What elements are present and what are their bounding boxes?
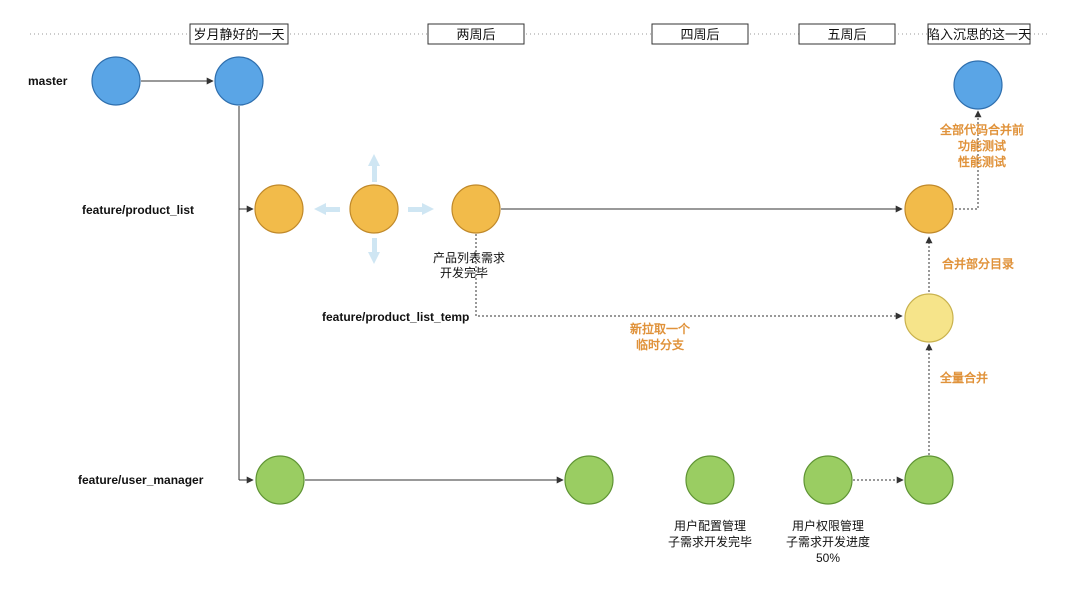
product-list-commit-node — [349, 184, 399, 234]
annotation-merge-partial: 合并部分目录 — [942, 256, 1014, 271]
move-cursor-icon — [314, 154, 434, 264]
branch-label-user-manager: feature/user_manager — [78, 473, 204, 487]
timeline-box-two-weeks: 两周后 — [427, 23, 525, 45]
product-list-merge-node — [904, 184, 954, 234]
branch-label-product-list: feature/product_list — [82, 203, 194, 217]
master-commit-node — [214, 56, 264, 106]
annotation-pre-merge-line2: 功能测试 — [958, 138, 1006, 153]
timeline-label: 两周后 — [456, 27, 495, 42]
annotation-pre-merge-line1: 全部代码合并前 — [939, 122, 1024, 137]
timeline-label: 岁月静好的一天 — [193, 27, 284, 42]
annotation-pre-merge-line3: 性能测试 — [957, 154, 1006, 169]
timeline-label: 陷入沉思的这一天 — [927, 27, 1031, 42]
note-user-perm-line3: 50% — [816, 551, 840, 565]
timeline-box-day-one: 岁月静好的一天 — [189, 23, 289, 45]
timeline-box-four-weeks: 四周后 — [651, 23, 749, 45]
temp-branch-dotted-arrow — [475, 234, 903, 320]
note-product-done-line1: 产品列表需求 — [433, 251, 505, 265]
user-manager-final-node — [904, 455, 954, 505]
branch-label-product-list-temp: feature/product_list_temp — [322, 310, 469, 324]
note-user-perm-line1: 用户权限管理 — [792, 518, 864, 533]
master-commit-node — [91, 56, 141, 106]
product-list-commit-node — [451, 184, 501, 234]
note-user-perm-line2: 子需求开发进度 — [786, 534, 870, 549]
user-manager-commit-node — [685, 455, 735, 505]
annotation-new-temp-line1: 新拉取一个 — [630, 321, 691, 336]
note-product-done-line2: 开发完毕 — [440, 265, 488, 280]
timeline-box-five-weeks: 五周后 — [798, 23, 896, 45]
note-user-config-line2: 子需求开发完毕 — [668, 534, 752, 549]
user-manager-commit-node — [803, 455, 853, 505]
branch-label-master: master — [28, 74, 68, 88]
final-merge-dotted-arrow — [955, 110, 982, 210]
timeline-label: 五周后 — [827, 27, 866, 42]
note-user-config-line1: 用户配置管理 — [674, 518, 746, 533]
user-manager-commit-node — [255, 455, 305, 505]
annotation-merge-all: 全量合并 — [939, 370, 988, 385]
product-list-temp-node — [904, 293, 954, 343]
timeline-box-pondering-day: 陷入沉思的这一天 — [927, 23, 1031, 45]
master-final-node — [953, 60, 1003, 110]
user-manager-commit-node — [564, 455, 614, 505]
product-list-commit-node — [254, 184, 304, 234]
annotation-new-temp-line2: 临时分支 — [636, 337, 685, 352]
timeline-label: 四周后 — [680, 27, 719, 42]
